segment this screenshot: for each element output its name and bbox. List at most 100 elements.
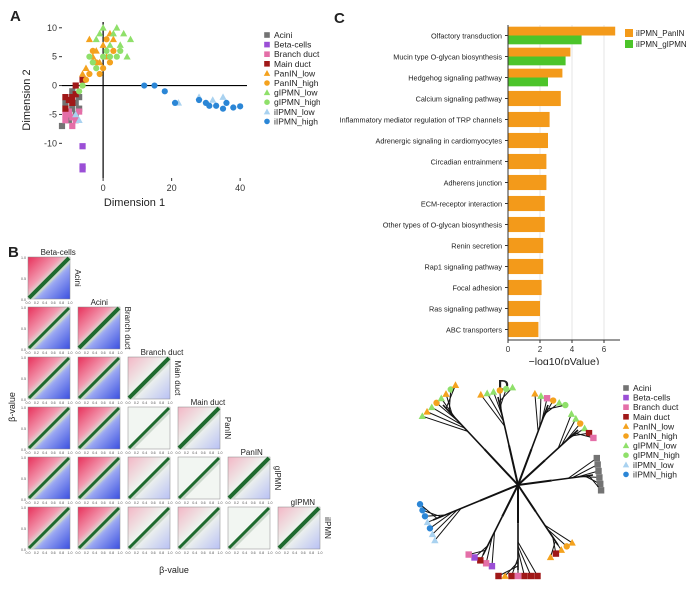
tree-leaf [423, 407, 431, 415]
tree-leaf [431, 536, 439, 544]
legend-label: iIPMN_high [274, 116, 318, 126]
bar-iipmn-panin [508, 216, 545, 233]
data-point [89, 59, 96, 66]
tree-leaf [521, 572, 528, 580]
tree-branch [508, 445, 519, 486]
tree-leaf [593, 454, 600, 462]
x-tick-label: 0.8 [309, 551, 314, 555]
category-label: Calcium signaling pathway [416, 95, 503, 104]
tree-branch [427, 512, 450, 523]
tree-leaf [437, 394, 445, 402]
legend-swatch [623, 404, 629, 410]
legend-swatch [264, 99, 270, 105]
y-tick-label: 0.5 [21, 277, 26, 281]
bar-iipmn-panin [508, 300, 540, 317]
x-tick-label: 0.4 [42, 401, 47, 405]
data-point [62, 94, 69, 101]
legend-label: gIPMN_high [274, 97, 320, 107]
y-tick-label: 5 [52, 52, 57, 62]
y-axis-label: β-value [7, 392, 17, 422]
y-tick-label: -10 [44, 138, 57, 148]
x-axis-label: Dimension 1 [104, 197, 165, 209]
data-point [141, 82, 148, 89]
data-point [230, 104, 237, 111]
tree-leaf [502, 385, 510, 393]
density-diagonal [127, 506, 171, 550]
x-tick-label: 0.6 [201, 451, 206, 455]
tree-leaf [488, 562, 496, 570]
x-tick-label: 0.6 [101, 401, 106, 405]
x-tick-label: 0.2 [84, 501, 89, 505]
x-tick-label: 0.6 [151, 501, 156, 505]
y-tick-label: 0.5 [21, 527, 26, 531]
y-tick-label: 1.0 [21, 406, 26, 410]
x-tick-label: 0.2 [184, 501, 189, 505]
data-point [69, 94, 76, 101]
legend-swatch [264, 51, 270, 57]
x-tick-label: 20 [167, 183, 177, 193]
category-label: Mucin type O-glycan biosynthesis [393, 53, 502, 62]
bar-iipmn-gipmn [508, 56, 566, 66]
tree-branch [539, 395, 542, 428]
x-tick-label: 1.0 [268, 551, 273, 555]
tree-branch [491, 531, 496, 567]
legend-swatch [622, 423, 630, 429]
tree-leaf [416, 501, 424, 508]
x-tick-label: 1.0 [168, 501, 173, 505]
x-tick-label: 0.8 [59, 501, 64, 505]
bar-iipmn-panin [508, 258, 544, 275]
x-tick-label: 0.4 [192, 551, 197, 555]
x-tick-label: 0.0 [26, 351, 31, 355]
x-tick-label: 0.4 [242, 551, 247, 555]
x-tick-label: 1.0 [168, 401, 173, 405]
x-tick-label: 0.8 [159, 551, 164, 555]
x-tick-label: 0.0 [76, 501, 81, 505]
x-tick-label: 0.4 [92, 451, 97, 455]
bar-iipmn-panin [508, 195, 545, 212]
data-point [161, 88, 168, 95]
x-tick-label: 0.8 [109, 551, 114, 555]
y-tick-label: 0.5 [21, 377, 26, 381]
density-diagonal [27, 406, 71, 450]
data-point [69, 122, 76, 130]
data-point [106, 53, 114, 60]
category-label: ECM-receptor interaction [421, 200, 502, 209]
tree-leaf [483, 389, 491, 397]
x-tick-label: 0.4 [42, 501, 47, 505]
y-tick-label: 0.0 [21, 348, 26, 352]
data-point [85, 35, 93, 43]
data-point [79, 76, 86, 83]
density-diagonal [27, 256, 71, 300]
bar-iipmn-panin [508, 153, 547, 170]
data-point [75, 116, 83, 124]
legend-label: iIPMN_low [633, 460, 674, 470]
legend-swatch [263, 70, 271, 76]
legend-label: Branch duct [633, 402, 679, 412]
tree-branch [517, 541, 538, 577]
x-tick-label: 0.4 [192, 501, 197, 505]
data-point [65, 96, 72, 104]
legend-swatch [264, 32, 270, 38]
tree-branch [501, 484, 519, 517]
data-point [89, 47, 96, 54]
data-point [209, 96, 217, 103]
x-tick-label: 0.8 [109, 501, 114, 505]
density-diagonal [27, 506, 71, 550]
y-tick-label: 0.0 [21, 498, 26, 502]
legend-swatch [622, 442, 630, 449]
tree-branch [479, 484, 519, 502]
tree-leaf [590, 434, 597, 442]
x-tick-label: 0.0 [276, 551, 281, 555]
legend-swatch [625, 29, 633, 37]
x-tick-label: 0.2 [34, 401, 39, 405]
tree-leaf [595, 467, 602, 475]
data-point [76, 108, 83, 115]
x-tick-label: 1.0 [118, 501, 123, 505]
data-point [117, 47, 124, 54]
tree-leaf [568, 538, 576, 546]
bar-iipmn-gipmn [508, 35, 582, 45]
x-tick-label: 0 [506, 345, 511, 354]
tree-leaf [585, 429, 593, 437]
tree-leaf [563, 543, 570, 550]
